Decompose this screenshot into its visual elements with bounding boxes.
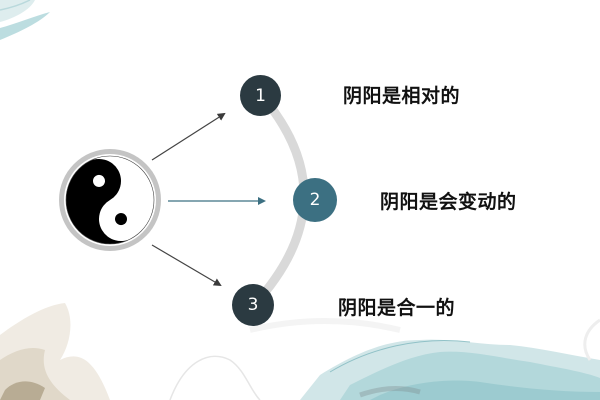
step-3-label: 阴阳是合一的 [338, 297, 456, 319]
arrow-to-item-1 [151, 112, 226, 161]
step-1-number: 1 [255, 85, 266, 106]
step-3-badge: 3 [232, 284, 274, 326]
step-2-label: 阴阳是会变动的 [380, 191, 517, 213]
step-1-label: 阴阳是相对的 [343, 85, 461, 107]
step-2-badge: 2 [293, 178, 337, 222]
step-1-badge: 1 [240, 75, 281, 116]
arrow-to-item-3 [151, 244, 222, 287]
step-3-number: 3 [247, 295, 259, 315]
step-2-number: 2 [309, 190, 321, 210]
yin-yang-icon [59, 149, 161, 251]
